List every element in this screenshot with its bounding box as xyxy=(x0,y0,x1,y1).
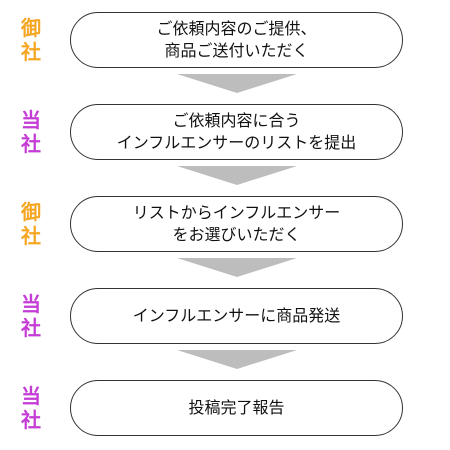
flow-step-4: 当 社 インフルエンサーに商品発送 xyxy=(0,288,450,346)
step-box: ご依頼内容に合う インフルエンサーのリストを提出 xyxy=(70,104,403,160)
actor-char: 社 xyxy=(21,40,41,64)
down-arrow-icon xyxy=(177,258,297,277)
step-text: 投稿完了報告 xyxy=(188,398,285,417)
step-box: ご依頼内容のご提供、 商品ご送付いただく xyxy=(70,12,403,68)
flow-step-3: 御 社 リストからインフルエンサー をお選びいただく xyxy=(0,196,450,254)
actor-label: 御 社 xyxy=(16,200,46,248)
step-box: インフルエンサーに商品発送 xyxy=(70,288,403,344)
actor-char: 当 xyxy=(21,384,41,408)
step-box: 投稿完了報告 xyxy=(70,380,403,436)
step-text: ご依頼内容に合う xyxy=(172,111,301,130)
actor-char: 社 xyxy=(21,132,41,156)
flow-step-2: 当 社 ご依頼内容に合う インフルエンサーのリストを提出 xyxy=(0,104,450,162)
actor-char: 御 xyxy=(21,16,41,40)
step-text: ご依頼内容のご提供、 xyxy=(156,19,317,38)
step-text: インフルエンサーに商品発送 xyxy=(132,306,341,325)
actor-char: 御 xyxy=(21,200,41,224)
down-arrow-icon xyxy=(177,166,297,185)
actor-label: 御 社 xyxy=(16,16,46,64)
step-text: インフルエンサーのリストを提出 xyxy=(116,133,357,152)
actor-char: 当 xyxy=(21,292,41,316)
actor-label: 当 社 xyxy=(16,292,46,340)
actor-label: 当 社 xyxy=(16,384,46,432)
down-arrow-icon xyxy=(177,350,297,369)
actor-label: 当 社 xyxy=(16,108,46,156)
step-text: リストからインフルエンサー xyxy=(132,203,341,222)
actor-char: 社 xyxy=(21,224,41,248)
actor-char: 社 xyxy=(21,316,41,340)
flow-step-5: 当 社 投稿完了報告 xyxy=(0,380,450,438)
actor-char: 当 xyxy=(21,108,41,132)
step-text: 商品ご送付いただく xyxy=(164,41,309,60)
step-box: リストからインフルエンサー をお選びいただく xyxy=(70,196,403,252)
down-arrow-icon xyxy=(177,74,297,93)
flow-step-1: 御 社 ご依頼内容のご提供、 商品ご送付いただく xyxy=(0,12,450,70)
actor-char: 社 xyxy=(21,408,41,432)
step-text: をお選びいただく xyxy=(172,225,301,244)
